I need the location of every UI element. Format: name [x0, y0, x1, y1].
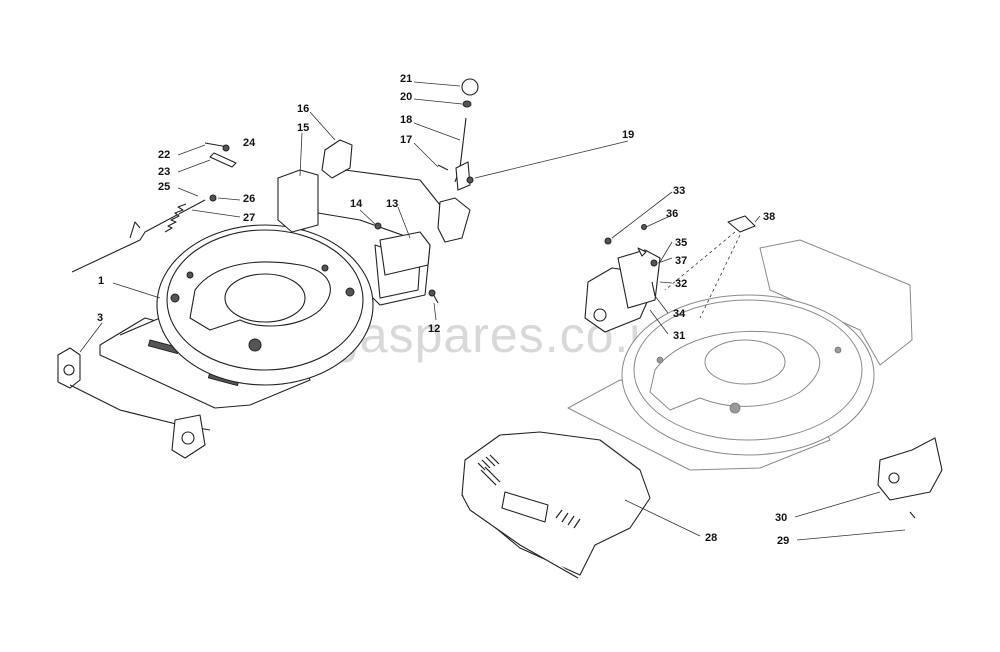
deck-center-hole: [224, 273, 306, 323]
label-part-17: 17: [400, 134, 412, 146]
label-part-22: 22: [158, 149, 170, 161]
part-labels: 1 3 12 13 14 15 16 17 18 19 20 21 22 24 …: [97, 73, 789, 547]
ghost-rear-skirt: [759, 239, 913, 366]
lever-plate: [455, 161, 471, 191]
label-part-37: 37: [675, 255, 687, 267]
label-part-24: 24: [243, 137, 256, 149]
cover-vent-left: [477, 454, 501, 486]
cable-bend: [129, 221, 141, 239]
label-part-12: 12: [428, 323, 440, 335]
label-part-26: 26: [243, 193, 255, 205]
part-25-cable: [71, 199, 206, 273]
label-part-27: 27: [243, 212, 255, 224]
label-part-21: 21: [400, 73, 412, 85]
ghost-center-hole: [704, 339, 786, 385]
part-37-washer: [650, 259, 658, 267]
label-part-15: 15: [297, 122, 309, 134]
part-30-bracket: [877, 437, 943, 501]
leader-lines: [79, 81, 906, 541]
rod-bracket: [437, 197, 471, 243]
label-part-16: 16: [297, 103, 309, 115]
label-part-31: 31: [673, 330, 685, 342]
label-part-35: 35: [675, 237, 687, 249]
part-26-washer: [209, 194, 217, 202]
part-24-nut: [222, 144, 230, 152]
rim-bolt: [170, 293, 180, 303]
label-part-25: 25: [158, 181, 170, 193]
label-part-32: 32: [675, 278, 687, 290]
deck-assembly-left: [99, 209, 431, 409]
label-part-34: 34: [673, 308, 686, 320]
part-21-knob: [461, 78, 479, 96]
label-part-20: 20: [400, 91, 412, 103]
label-part-19: 19: [622, 129, 634, 141]
rim-bolt: [186, 271, 194, 279]
label-part-13: 13: [386, 198, 398, 210]
part-29-screw: [909, 511, 916, 519]
part-35-clip: [637, 247, 647, 257]
label-part-14: 14: [350, 198, 363, 210]
part-36-screw: [641, 224, 647, 230]
label-part-28: 28: [705, 532, 717, 544]
part-23-link: [209, 152, 237, 168]
rim-bolt: [321, 264, 329, 272]
part-27-spring: [164, 203, 187, 233]
label-part-18: 18: [400, 114, 412, 126]
label-part-36: 36: [666, 208, 678, 220]
part-33-nut: [604, 237, 612, 245]
deck-knob: [248, 338, 262, 352]
part-3-height-lever: [57, 347, 211, 459]
part-14-nut: [374, 222, 382, 230]
part-15-bracket: [277, 169, 319, 233]
part-13-bracket: [379, 231, 431, 276]
part-16-pivot: [321, 139, 353, 179]
part-28-front-cover: [461, 431, 651, 579]
deck-assembly-right-ghost: [567, 239, 913, 471]
rim-bolt: [345, 287, 355, 297]
part-38-clip: [727, 215, 756, 233]
part-34-screw: [651, 281, 656, 297]
label-part-1: 1: [98, 275, 104, 287]
label-part-33: 33: [673, 185, 685, 197]
part-17-screw: [437, 164, 449, 171]
label-part-3: 3: [97, 312, 103, 324]
part-20-nut: [462, 100, 472, 108]
label-part-23: 23: [158, 166, 170, 178]
label-part-29: 29: [777, 535, 789, 547]
label-part-30: 30: [775, 512, 787, 524]
label-part-38: 38: [763, 211, 775, 223]
cover-vent-right: [555, 509, 581, 529]
